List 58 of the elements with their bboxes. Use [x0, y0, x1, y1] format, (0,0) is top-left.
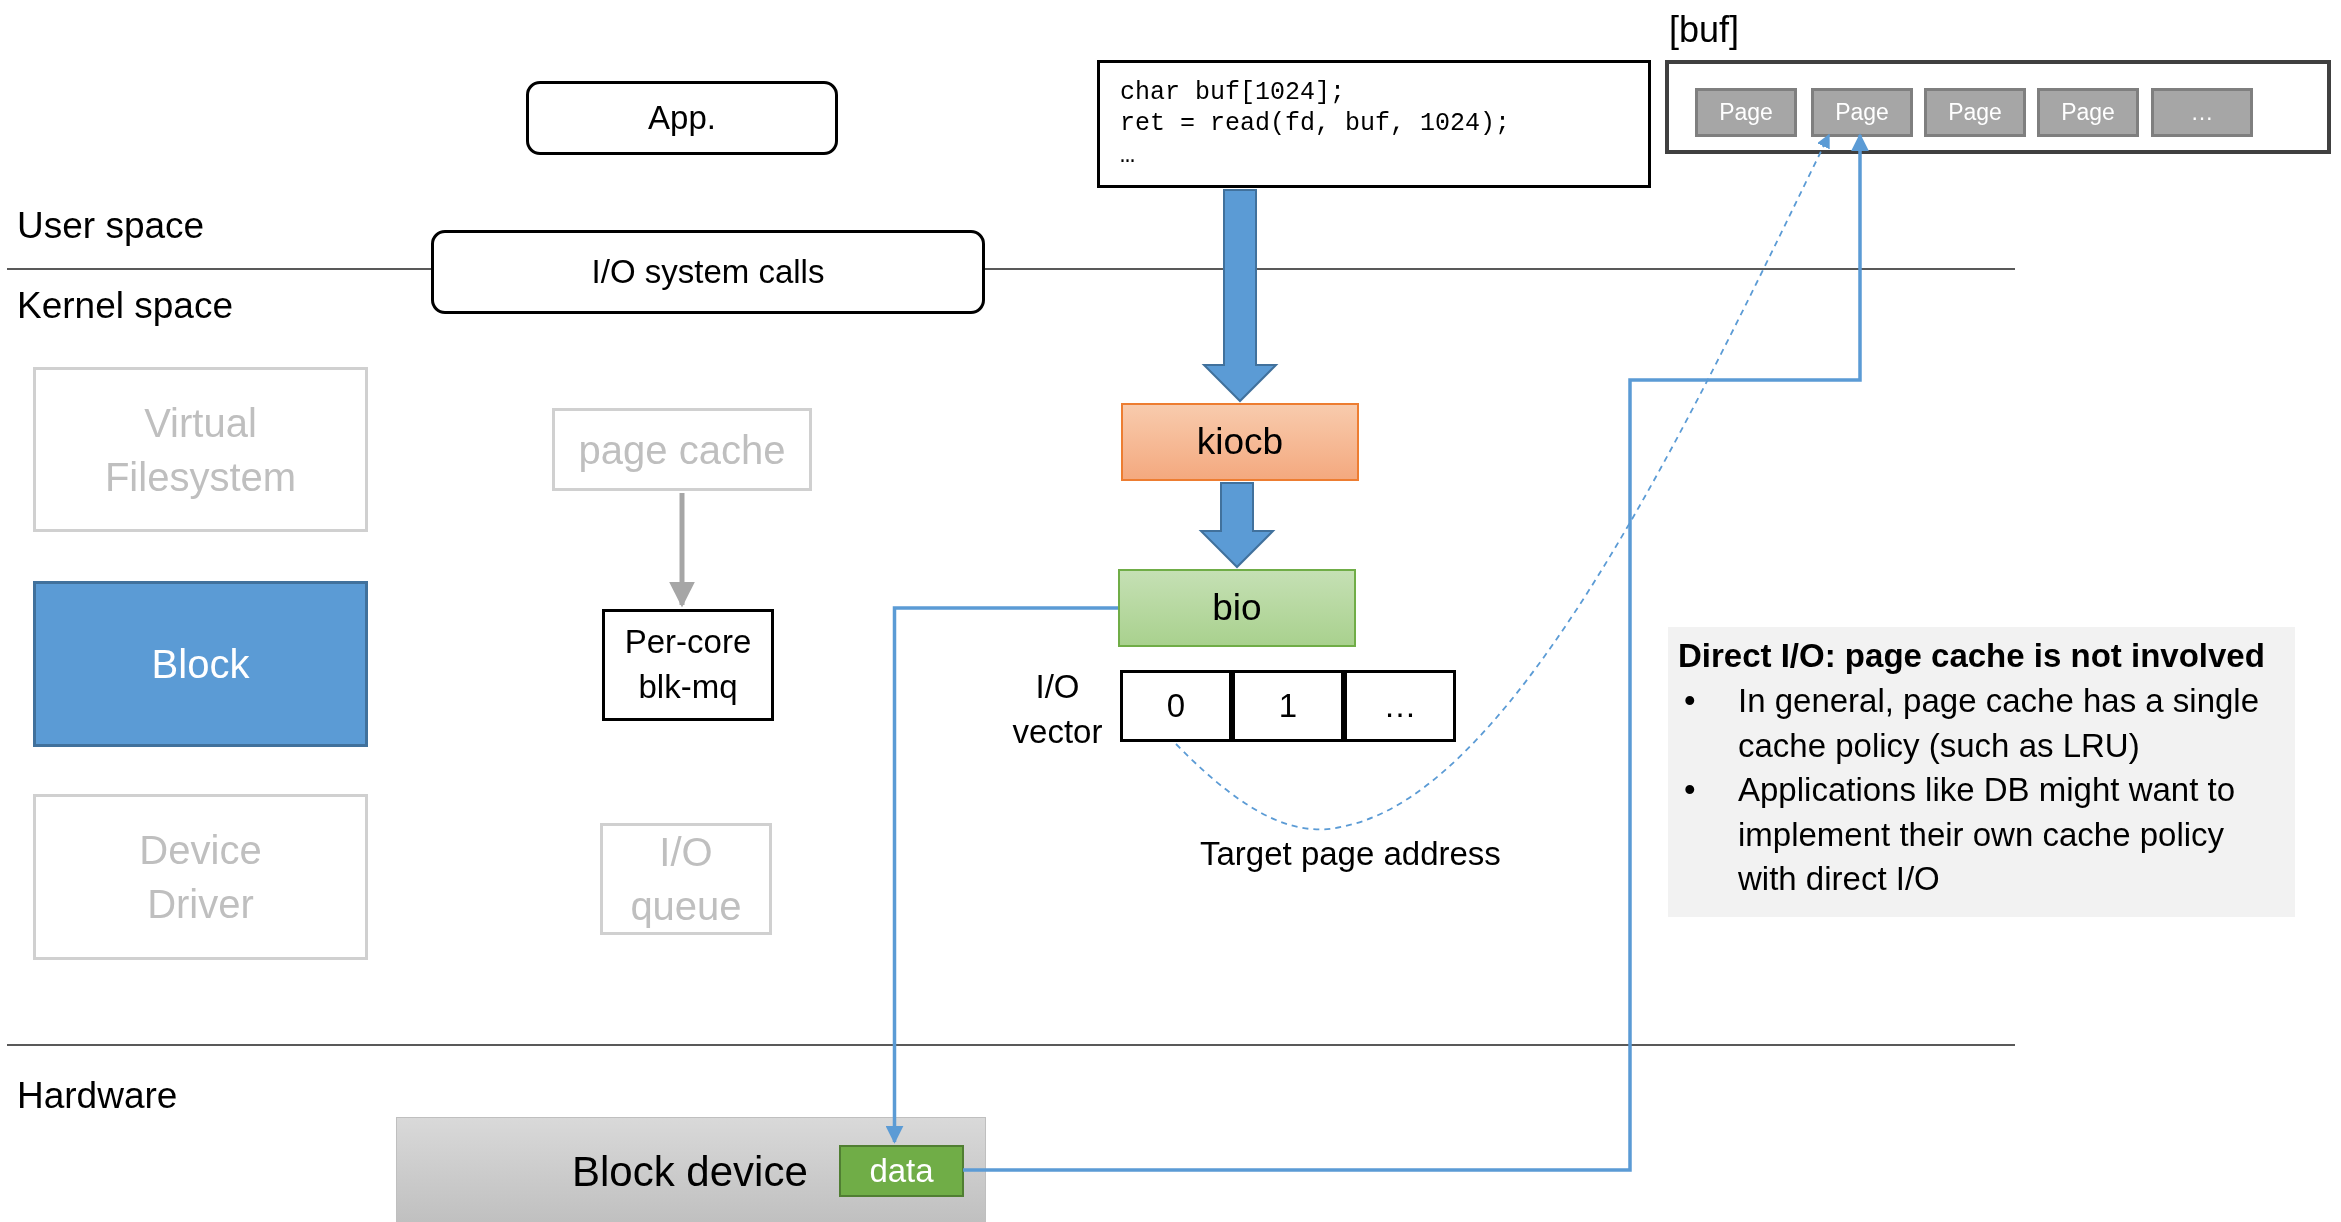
- node-label: 0: [1166, 687, 1186, 725]
- node-label: I/O queue: [629, 829, 743, 930]
- node-label: …: [2190, 99, 2214, 126]
- bullet-mark: •: [1683, 770, 1696, 811]
- page-box: [1924, 88, 2026, 137]
- node-label: …: [1383, 687, 1417, 725]
- page-box: [1811, 88, 1913, 137]
- node-label: Page: [1719, 99, 1773, 126]
- rounded-box: [526, 81, 838, 155]
- node-label: bio: [1212, 587, 1262, 629]
- page-box: [1695, 88, 1797, 137]
- layer-box: [600, 823, 772, 935]
- arrow: [669, 493, 695, 608]
- layer-box: [33, 581, 368, 747]
- vector-cell: [1232, 670, 1344, 742]
- bullet-text: In general, page cache has a single cache policy (such as LRU): [1738, 681, 2261, 766]
- page-box: [2151, 88, 2253, 137]
- node-label: Block device: [572, 1148, 808, 1196]
- node-label: App.: [648, 99, 716, 137]
- arrow: [885, 606, 1118, 1144]
- node-label: Device Driver: [138, 827, 263, 928]
- node-label: I/O system calls: [591, 253, 825, 291]
- queue-box: [602, 609, 774, 721]
- bullet-text: Applications like DB might want to implement their own cache policy with direct I/O: [1738, 770, 2237, 900]
- bio-box: [1118, 569, 1356, 647]
- layer-box: [33, 367, 368, 532]
- code-line: …: [1120, 139, 1135, 171]
- node-label: Virtual Filesystem: [103, 399, 298, 501]
- node-label: Page: [1948, 99, 2002, 126]
- code-line: ret = read(fd, buf, 1024);: [1120, 108, 1511, 140]
- note-heading: Direct I/O: page cache is not involved: [1678, 637, 2265, 675]
- node-label: 1: [1278, 687, 1298, 725]
- node-label: Block: [151, 641, 250, 687]
- layer-label: User space: [17, 205, 205, 247]
- arrow: [1201, 189, 1279, 403]
- node-label: kiocb: [1196, 421, 1284, 463]
- node-label: data: [869, 1152, 934, 1190]
- node-label: Page: [2061, 99, 2115, 126]
- arrow: [1198, 482, 1276, 569]
- layer-box: [33, 794, 368, 960]
- node-label: page cache: [577, 426, 787, 474]
- device-box: [396, 1117, 986, 1222]
- buffer-label: [buf]: [1669, 9, 1740, 51]
- layer-label: Kernel space: [17, 285, 233, 327]
- data-box: [839, 1145, 964, 1197]
- vector-cell: [1120, 670, 1232, 742]
- code-box: [1097, 60, 1651, 188]
- node-label: Page: [1835, 99, 1889, 126]
- vector-cell: [1344, 670, 1456, 742]
- vector-heading: I/O vector: [1011, 667, 1104, 752]
- layer-label: Hardware: [17, 1075, 178, 1117]
- page-box: [2037, 88, 2139, 137]
- layer-box: [552, 408, 812, 491]
- kiocb-box: [1121, 403, 1359, 481]
- node-label: Per-core blk-mq: [623, 622, 753, 707]
- rounded-box: [431, 230, 985, 314]
- bullet-mark: •: [1683, 681, 1696, 721]
- code-line: char buf[1024];: [1120, 77, 1346, 109]
